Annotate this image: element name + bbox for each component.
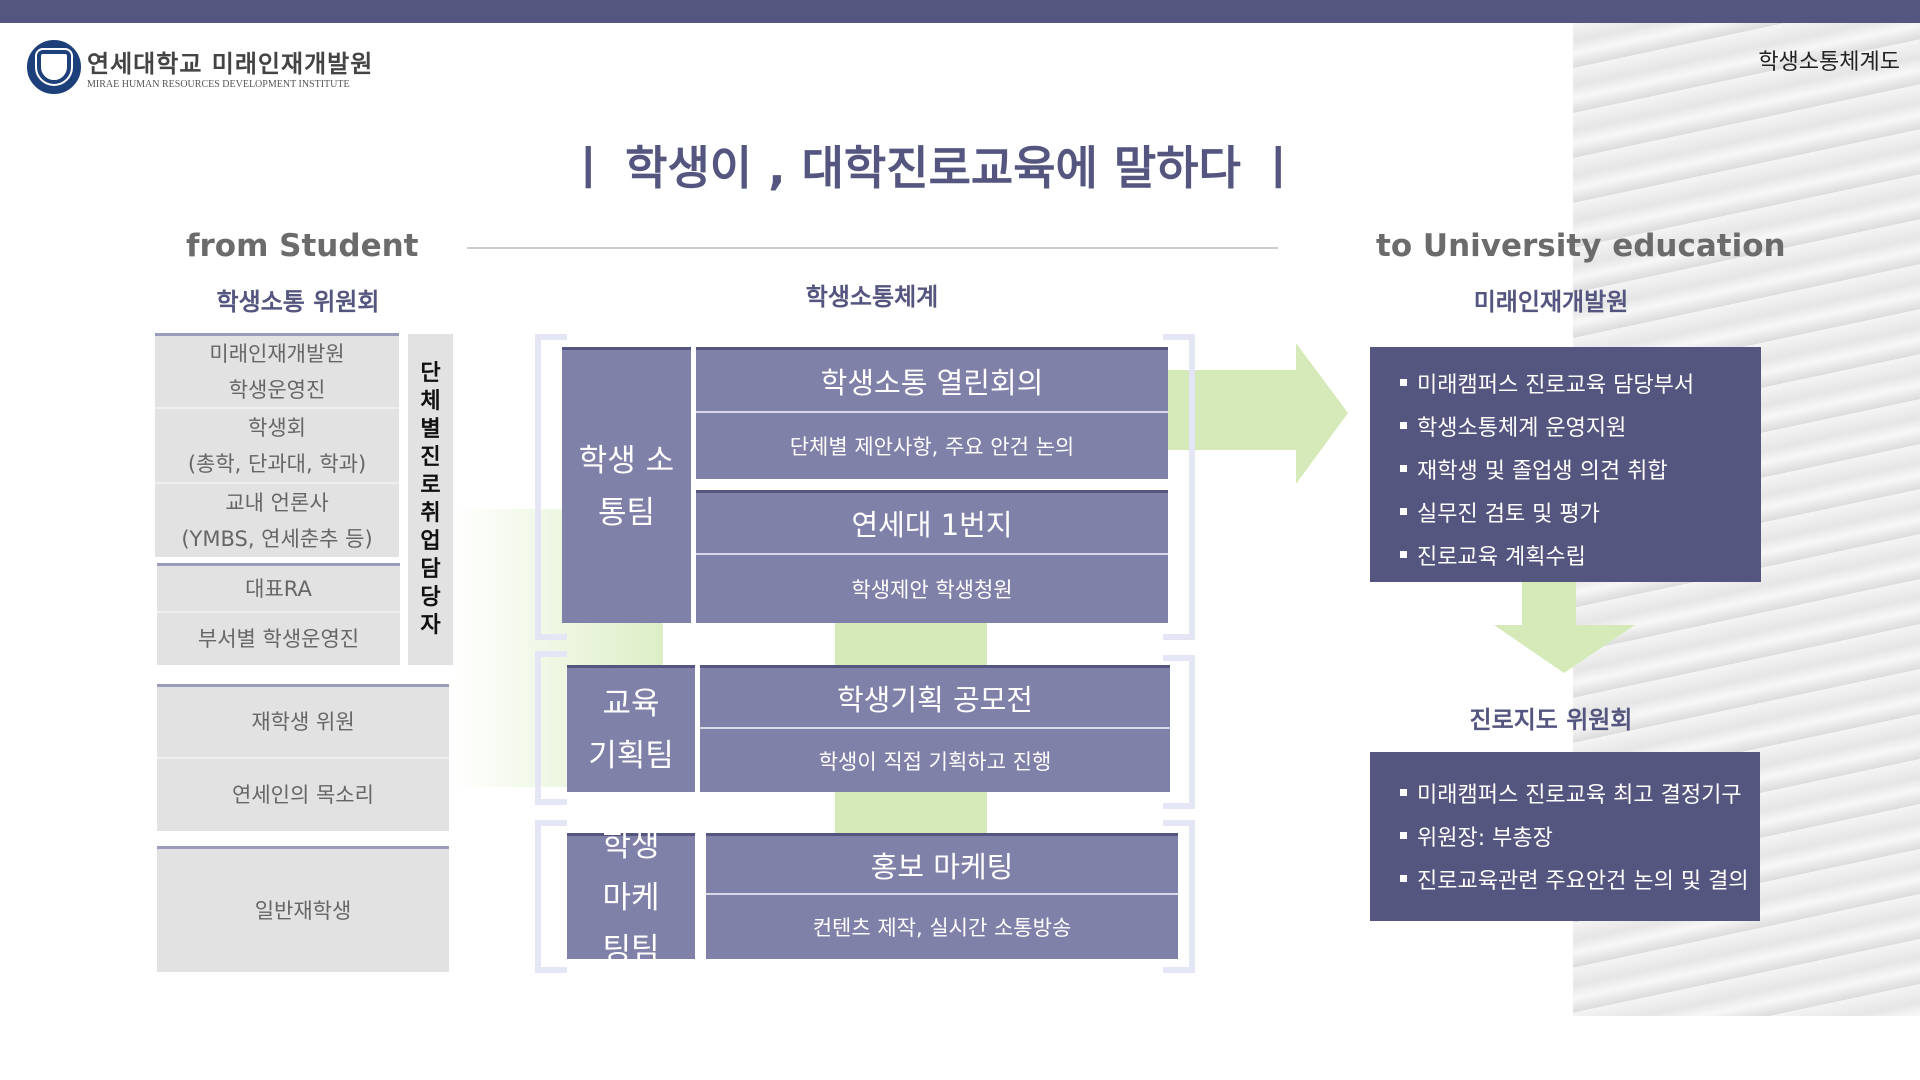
top-bar: [0, 0, 1920, 23]
committee-group-4: 일반재학생: [157, 846, 449, 972]
committee-roles: 미래캠퍼스 진로교육 최고 결정기구 위원장: 부총장 진로교육관련 주요안건 …: [1370, 752, 1760, 921]
list-item: 진로교육 계획수립: [1400, 533, 1761, 576]
bracket-left: [535, 334, 567, 640]
bullet-icon: [1400, 875, 1407, 882]
right-title-1: 미래인재개발원: [1473, 288, 1629, 316]
member-item: 재학생 위원: [157, 687, 449, 759]
bracket-right: [1163, 334, 1195, 640]
list-item: 실무진 검토 및 평가: [1400, 490, 1761, 533]
member-line: 학생운영진: [228, 377, 326, 402]
list-item: 학생소통체계 운영지원: [1400, 404, 1761, 447]
document-title: 학생소통체계도: [1758, 50, 1900, 75]
middle-title: 학생소통체계: [805, 283, 939, 311]
page-heading: ㅣ 학생이 , 대학진로교육에 말하다 ㅣ: [566, 141, 1300, 195]
item-text: 미래캠퍼스 진로교육 담당부서: [1417, 372, 1695, 398]
bracket-left: [535, 651, 567, 805]
member-line: 교내 언론사: [225, 490, 329, 515]
team-student-marketing: 학생 마케팅팀: [567, 828, 695, 968]
logo-korean: 연세대학교 미래인재개발원: [87, 50, 374, 78]
bullet-icon: [1400, 832, 1407, 839]
member-item: 대표RA: [157, 566, 400, 613]
member-line: 미래인재개발원: [209, 341, 345, 366]
from-label: from Student: [186, 228, 419, 264]
left-title: 학생소통 위원회: [216, 288, 380, 316]
member-item: 일반재학생: [254, 898, 352, 923]
bullet-icon: [1400, 508, 1407, 515]
list-item: 위원장: 부총장: [1400, 814, 1760, 857]
member-item: 부서별 학생운영진: [197, 627, 360, 651]
item-text: 재학생 및 졸업생 의견 취합: [1417, 458, 1668, 484]
bullet-icon: [1400, 379, 1407, 386]
member-line: 학생회: [248, 415, 306, 440]
committee-group-3: 재학생 위원 연세인의 목소리: [157, 684, 449, 831]
program-title: 연세대 1번지: [696, 490, 1168, 555]
team-student-communication: 학생 소통팀: [562, 347, 691, 623]
item-text: 학생소통체계 운영지원: [1417, 415, 1627, 441]
program-desc: 컨텐츠 제작, 실시간 소통방송: [706, 895, 1178, 959]
member-line: (총학, 단과대, 학과): [187, 451, 367, 476]
career-officer-label: 단체별진로취업담당자: [408, 334, 453, 665]
item-text: 진로교육관련 주요안건 논의 및 결의: [1417, 868, 1749, 894]
list-item: 미래캠퍼스 진로교육 담당부서: [1400, 361, 1761, 404]
list-item: 진로교육관련 주요안건 논의 및 결의: [1400, 857, 1760, 900]
bracket-left: [535, 820, 567, 973]
committee-group-2: 대표RA 부서별 학생운영진: [157, 563, 400, 665]
bullet-icon: [1400, 789, 1407, 796]
item-text: 위원장: 부총장: [1417, 825, 1553, 851]
divider-line: [467, 247, 1278, 249]
bullet-icon: [1400, 465, 1407, 472]
bracket-right: [1163, 820, 1195, 973]
program-title: 홍보 마케팅: [706, 833, 1178, 895]
member-item: 교내 언론사 (YMBS, 연세춘추 등): [155, 484, 399, 557]
right-arrow-icon: [1168, 343, 1348, 484]
bracket-right: [1163, 655, 1195, 809]
program-title: 학생기획 공모전: [700, 665, 1170, 729]
program-desc: 단체별 제안사항, 주요 안건 논의: [696, 413, 1168, 479]
university-seal-icon: [27, 40, 81, 94]
vertical-text: 단체별진로취업담당자: [420, 360, 441, 638]
member-item: 학생회 (총학, 단과대, 학과): [155, 409, 399, 484]
member-line: (YMBS, 연세춘추 등): [181, 526, 373, 551]
item-text: 진로교육 계획수립: [1417, 544, 1586, 570]
bullet-icon: [1400, 551, 1407, 558]
member-item: 연세인의 목소리: [232, 783, 374, 807]
item-text: 미래캠퍼스 진로교육 최고 결정기구: [1417, 782, 1742, 808]
program-desc: 학생이 직접 기획하고 진행: [700, 729, 1170, 792]
bullet-icon: [1400, 422, 1407, 429]
logo: 연세대학교 미래인재개발원 MIRAE HUMAN RESOURCES DEVE…: [27, 40, 373, 94]
logo-english: MIRAE HUMAN RESOURCES DEVELOPMENT INSTIT…: [87, 79, 350, 90]
list-item: 미래캠퍼스 진로교육 최고 결정기구: [1400, 771, 1760, 814]
team-education-planning: 교육 기획팀: [567, 665, 695, 792]
item-text: 실무진 검토 및 평가: [1417, 501, 1600, 527]
program-title: 학생소통 열린회의: [696, 347, 1168, 413]
program-desc: 학생제안 학생청원: [696, 555, 1168, 623]
list-item: 재학생 및 졸업생 의견 취합: [1400, 447, 1761, 490]
to-label: to University education: [1376, 228, 1786, 264]
right-title-2: 진로지도 위원회: [1469, 706, 1633, 734]
down-arrow-icon: [1494, 582, 1635, 673]
institute-roles: 미래캠퍼스 진로교육 담당부서 학생소통체계 운영지원 재학생 및 졸업생 의견…: [1370, 347, 1761, 582]
